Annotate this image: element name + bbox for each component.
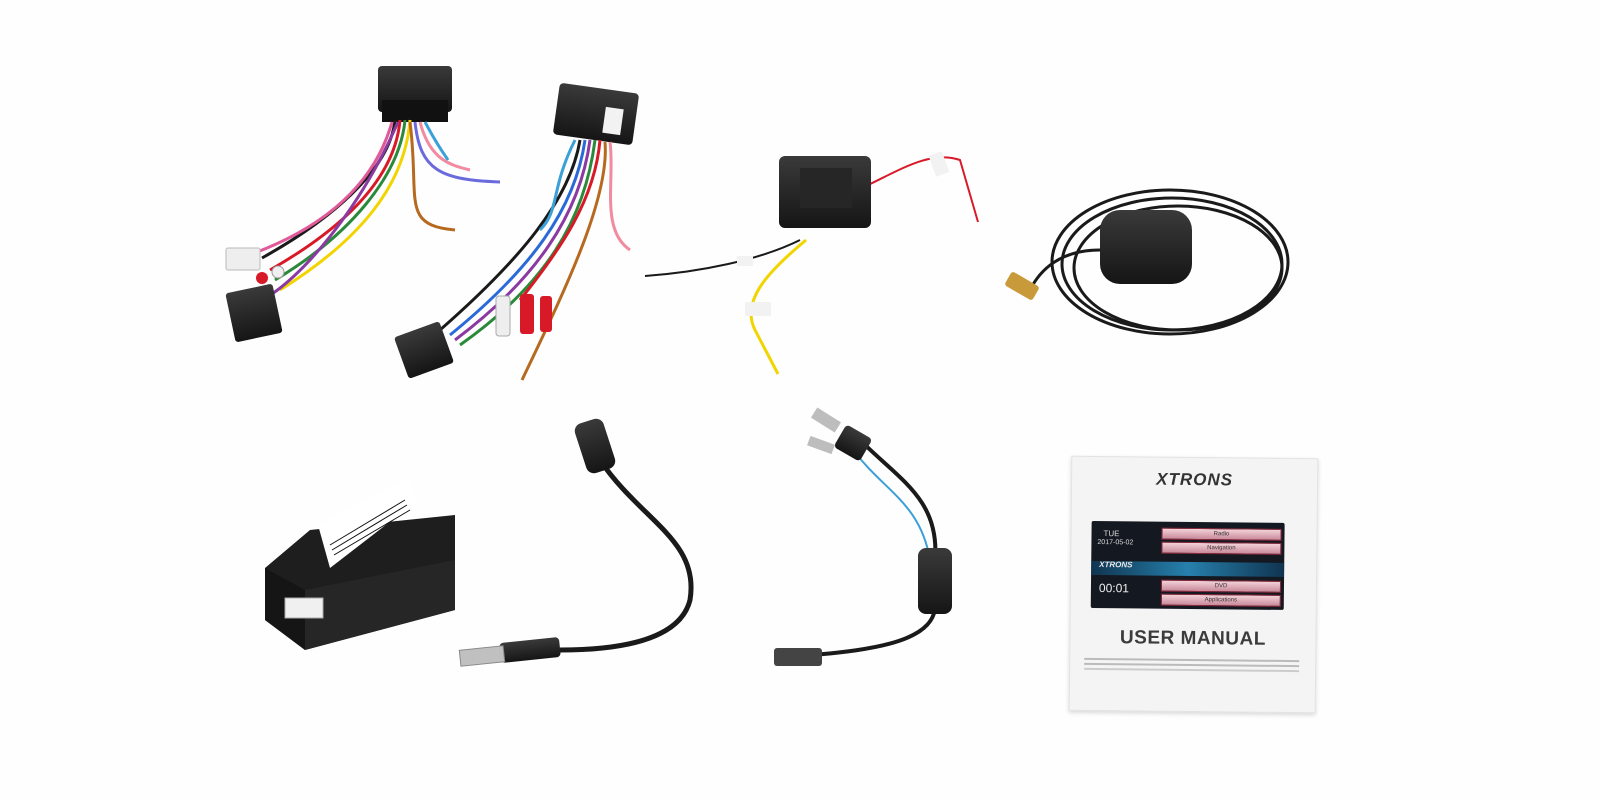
gps-antenna <box>1005 188 1290 336</box>
screen-menu-applications: Applications <box>1160 593 1281 607</box>
manual-brand-logo: XTRONS <box>1156 469 1234 490</box>
manual-fine-print-lines <box>1084 657 1300 663</box>
screen-menu-dvd: DVD <box>1160 579 1282 593</box>
user-manual-booklet: XTRONS TUE 2017-05-02 XTRONS 00:01 Radio… <box>1068 455 1319 714</box>
iso-wiring-harness-right <box>394 83 639 381</box>
screen-day: TUE <box>1103 529 1120 539</box>
radio-antenna-adapter <box>774 407 952 666</box>
screen-logo: XTRONS <box>1099 560 1133 570</box>
usb-extension-cable <box>458 418 694 667</box>
power-filter-box <box>644 151 979 375</box>
iso-wiring-harness-left <box>225 66 501 342</box>
can-bus-decoder-box <box>265 478 455 650</box>
manual-title: USER MANUAL <box>1119 627 1266 650</box>
screen-date: 2017-05-02 <box>1097 538 1134 547</box>
screen-menu-navigation: Navigation <box>1161 541 1282 555</box>
screen-time: 00:01 <box>1098 581 1130 596</box>
screen-menu-radio: Radio <box>1161 527 1282 541</box>
manual-cover-screen: TUE 2017-05-02 XTRONS 00:01 Radio Naviga… <box>1090 520 1285 610</box>
